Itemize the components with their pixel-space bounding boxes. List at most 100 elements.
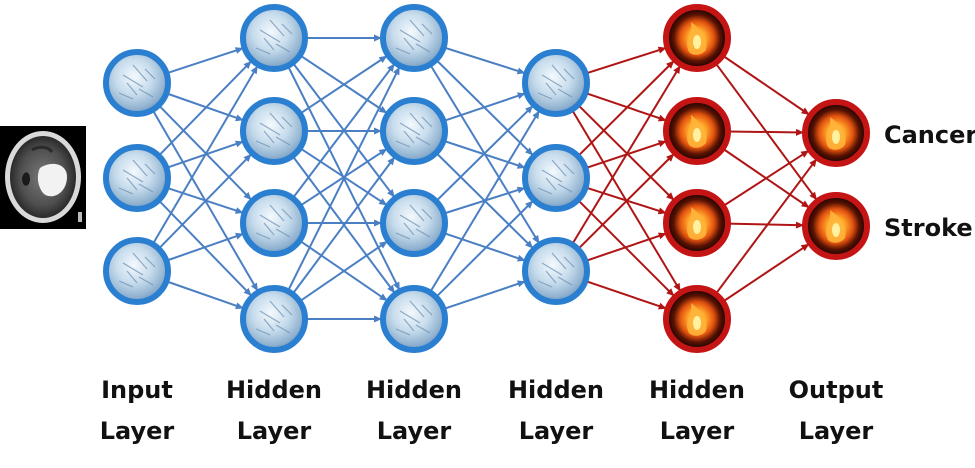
edge-l3-n2-to-n0 — [571, 65, 681, 245]
edge-arrowhead — [243, 153, 252, 162]
edge-l0-n2-to-n2 — [165, 232, 244, 262]
edge-arrowhead — [532, 110, 540, 120]
edge-l2-n3-to-n0 — [429, 110, 540, 293]
neuron-node-l3-n2 — [522, 237, 590, 305]
neuron-node-l1-n1 — [240, 97, 308, 165]
edge-l1-n2-to-n1 — [299, 148, 387, 207]
edge-l4-n3-to-n0 — [714, 158, 818, 295]
edge-l3-n2-to-n1 — [577, 153, 675, 250]
edge-arrowhead — [517, 280, 526, 288]
edge-arrowhead — [666, 153, 675, 162]
edge-l4-n2-to-n0 — [722, 150, 809, 207]
edge-l1-n2-to-n0 — [291, 63, 395, 199]
edge-arrowhead — [657, 140, 667, 147]
edge-arrowhead — [243, 192, 252, 201]
neuron-node-l3-n0 — [522, 49, 590, 117]
edge-arrowhead — [800, 150, 810, 158]
edge-arrowhead — [796, 128, 804, 136]
neuron-node-l3-n1 — [522, 144, 590, 212]
edge-l1-n3-to-n0 — [286, 67, 401, 292]
edge-arrowhead — [379, 293, 388, 301]
edge-l4-n1-to-n0 — [727, 130, 804, 134]
layer-label-0-line2: Layer — [100, 417, 175, 445]
neuron-node-l2-n2 — [380, 189, 448, 257]
edge-arrowhead — [387, 189, 395, 198]
neuron-node-l2-n0 — [380, 4, 448, 72]
edge-l3-n2-to-n3 — [585, 280, 667, 310]
neuron-node-l0-n1 — [103, 144, 171, 212]
edge-arrowhead — [809, 191, 817, 201]
edge-l3-n1-to-n0 — [577, 60, 675, 157]
edge-arrowhead — [525, 147, 534, 156]
edge-arrowhead — [658, 302, 667, 310]
edge-arrowhead — [666, 60, 675, 69]
edge-arrowhead — [243, 287, 252, 296]
edge-l0-n0-to-n0 — [166, 47, 243, 75]
edge-l3-n2-to-n2 — [585, 232, 667, 262]
edge-l3-n0-to-n0 — [585, 47, 666, 75]
edge-arrowhead — [801, 107, 810, 115]
edge-l3-n1-to-n2 — [585, 186, 666, 214]
neuron-nodes — [103, 4, 870, 353]
output-label-cancer: Cancer — [884, 121, 975, 149]
edge-arrowhead — [374, 127, 382, 135]
edge-l0-n2-to-n0 — [151, 65, 259, 245]
edge-l1-n1-to-n0 — [299, 55, 388, 115]
neuron-node-l0-n2 — [103, 237, 171, 305]
edge-arrowhead — [379, 241, 388, 249]
neuron-node-l2-n1 — [380, 97, 448, 165]
edge-arrowhead — [666, 192, 675, 201]
edge-l3-n0-to-n2 — [577, 104, 675, 201]
layer-label-4-line2: Layer — [660, 417, 735, 445]
edge-arrowhead — [525, 200, 534, 209]
layer-label-5-line1: Output — [789, 376, 884, 404]
connection-edges — [151, 34, 818, 323]
edge-arrowhead — [658, 114, 667, 122]
edge-arrowhead — [378, 55, 388, 63]
edge-l1-n3-to-n1 — [291, 156, 396, 295]
layer-label-5-line2: Layer — [799, 417, 874, 445]
edge-arrowhead — [516, 186, 526, 194]
output-label-stroke: Stroke — [884, 214, 973, 242]
edge-l2-n0-to-n0 — [443, 46, 525, 74]
edge-l3-n0-to-n1 — [585, 92, 667, 122]
edge-arrowhead — [517, 92, 526, 100]
edge-l2-n2-to-n0 — [435, 105, 534, 202]
edge-l4-n2-to-n1 — [727, 222, 804, 227]
edge-arrowhead — [516, 162, 526, 169]
edge-arrowhead — [374, 315, 382, 323]
edge-arrowhead — [234, 47, 244, 54]
edge-arrowhead — [378, 106, 388, 114]
edge-arrowhead — [387, 284, 395, 294]
edge-arrowhead — [525, 105, 534, 114]
edge-arrowhead — [673, 282, 681, 292]
edge-arrowhead — [657, 207, 667, 215]
edge-arrowhead — [387, 156, 395, 166]
brain-ct-scan-image — [0, 126, 86, 229]
edge-arrowhead — [666, 288, 675, 297]
neuron-node-l1-n0 — [240, 4, 308, 72]
edge-arrowhead — [393, 66, 400, 76]
edge-arrowhead — [532, 235, 540, 244]
edge-arrowhead — [243, 60, 252, 69]
edge-l0-n0-to-n1 — [165, 92, 244, 122]
edge-arrowhead — [801, 200, 810, 208]
layer-labels: InputLayerHiddenLayerHiddenLayerHiddenLa… — [100, 376, 884, 445]
edge-arrowhead — [235, 302, 244, 310]
neuron-node-l0-n0 — [103, 49, 171, 117]
edge-arrowhead — [250, 65, 258, 75]
edge-l2-n3-to-n2 — [443, 280, 526, 311]
edge-l0-n0-to-n2 — [157, 104, 252, 201]
edge-l2-n2-to-n2 — [443, 231, 526, 262]
edge-arrowhead — [809, 158, 817, 168]
edge-arrowhead — [658, 232, 667, 240]
edge-l0-n2-to-n3 — [165, 280, 244, 310]
edge-l2-n3-to-n1 — [435, 200, 534, 298]
edge-arrowhead — [387, 63, 395, 72]
neuron-node-l4-n1 — [663, 97, 731, 165]
edge-arrowhead — [378, 198, 388, 206]
neuron-node-l5-n0 — [802, 99, 870, 167]
layer-label-0-line1: Input — [101, 376, 173, 404]
edge-arrowhead — [374, 34, 382, 42]
edge-arrowhead — [525, 240, 534, 249]
